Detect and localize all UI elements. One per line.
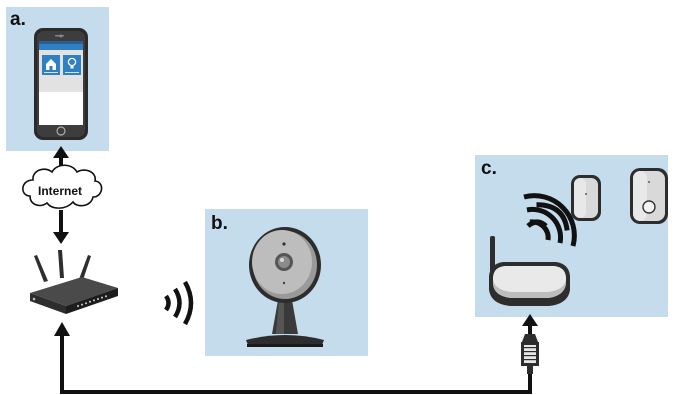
sensor-icon [571, 175, 601, 221]
smartphone-icon [34, 28, 88, 140]
internet-cloud-label: Internet [22, 184, 98, 198]
motion-sensor-icon [630, 168, 668, 224]
app-tile-bulb[interactable] [63, 55, 81, 75]
app-tile-home[interactable] [42, 55, 60, 75]
hub-connection-arrow [522, 314, 538, 334]
ethernet-plug-icon [521, 334, 539, 374]
wifi-waves-icon [166, 282, 191, 324]
cloud-router-arrow [53, 210, 69, 244]
hub-icon [489, 236, 570, 306]
router-icon [30, 250, 118, 314]
camera-icon [246, 227, 324, 347]
